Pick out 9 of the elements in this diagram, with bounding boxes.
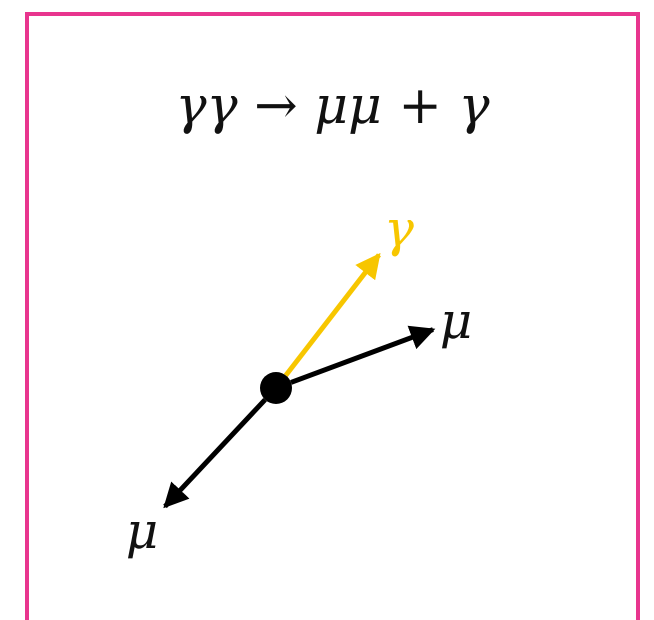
arrow: [290, 326, 436, 385]
vertex-dot: [260, 372, 292, 404]
particle-label: μ: [438, 294, 474, 348]
reaction-equation: γγ → μμ + γ: [174, 76, 491, 136]
particle-label: μ: [124, 504, 160, 558]
frame-box: [25, 12, 640, 620]
arrow: [163, 398, 267, 508]
arrow: [284, 252, 381, 377]
particle-label: γ: [383, 202, 415, 256]
